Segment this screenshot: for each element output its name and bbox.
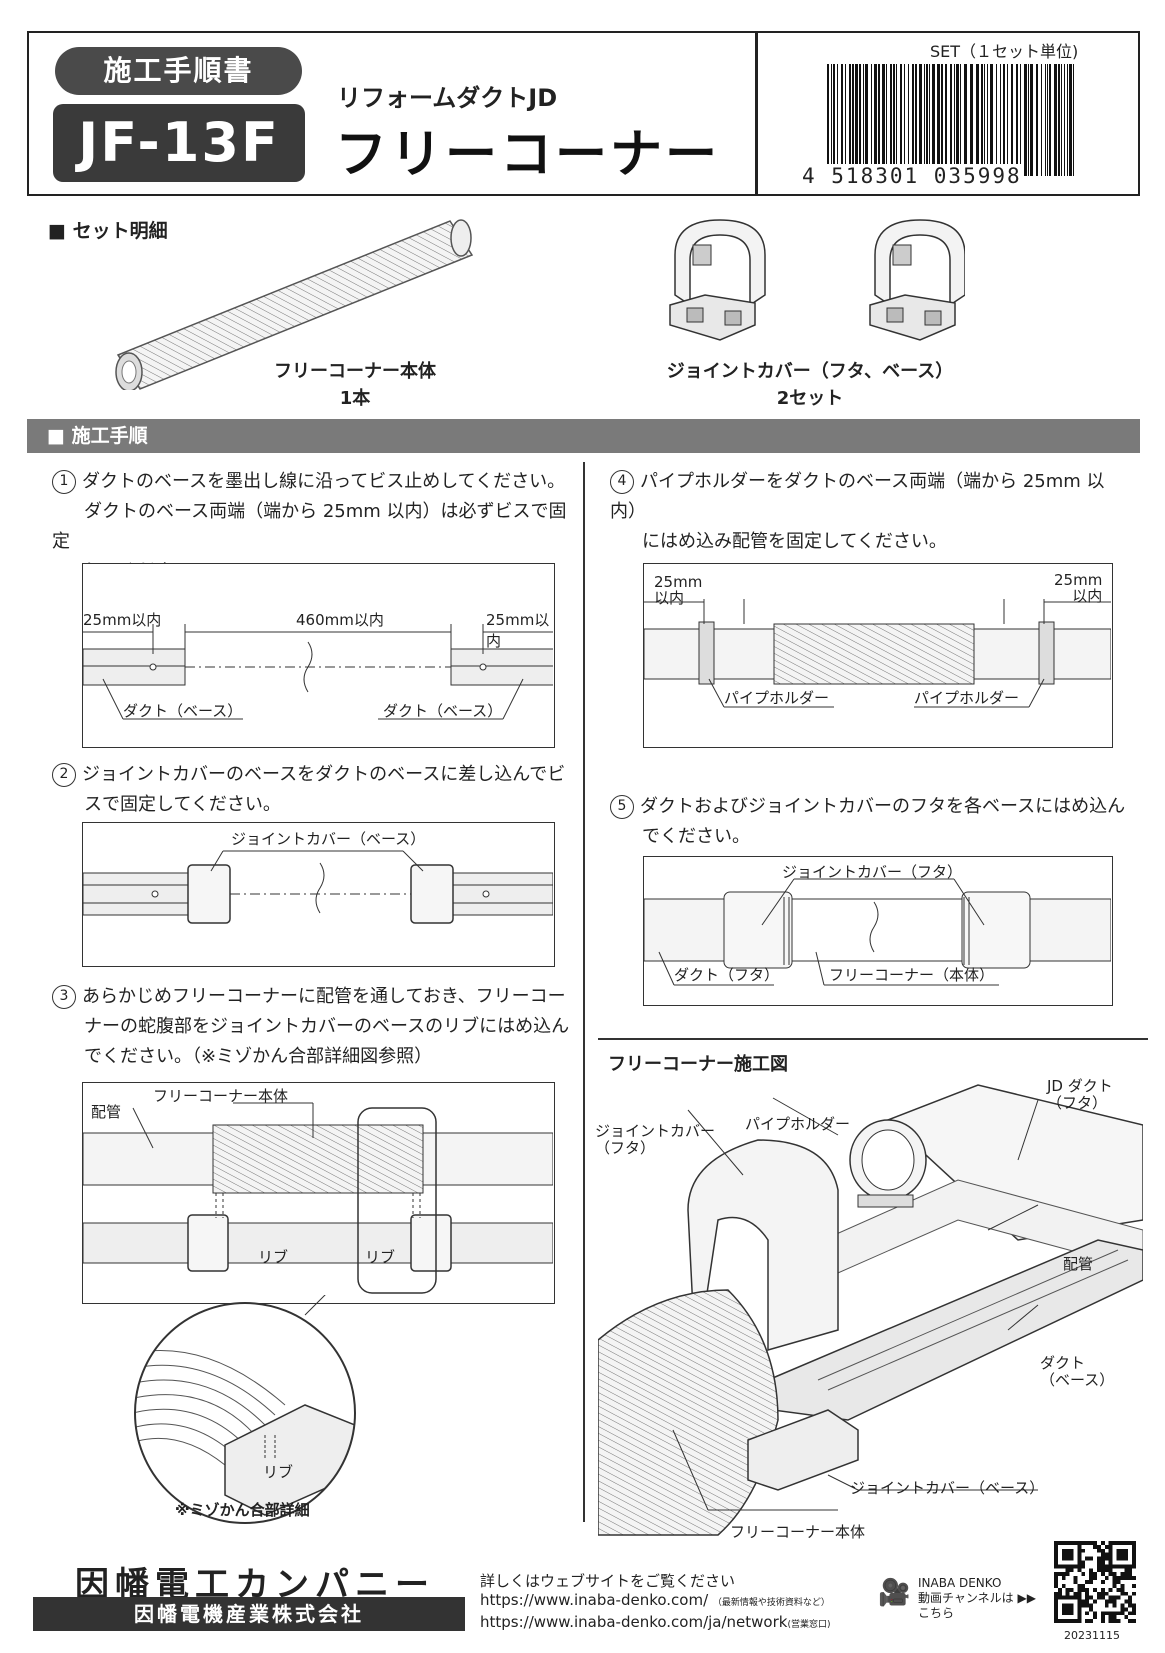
duct-lid-label: ダクト（フタ） <box>674 966 780 984</box>
label-line: ダクト <box>1040 1354 1086 1372</box>
step-line: ダクトのベース両端（端から 25mm 以内）は必ずビスで固定 <box>52 501 567 552</box>
step-line: でください。 <box>642 826 750 847</box>
step-number: 1 <box>52 470 76 494</box>
set-contents-heading: ■ セット明細 <box>48 220 168 242</box>
step-line: ダクトおよびジョイントカバーのフタを各ベースにはめ込ん <box>640 796 1126 817</box>
step-number: 2 <box>52 763 76 787</box>
label-line: JD ダクト <box>1047 1077 1113 1095</box>
step-line: でください。（※ミゾかん合部詳細図参照） <box>84 1046 433 1067</box>
url-note: (営業窓口) <box>787 1620 831 1630</box>
yt-line: 動画チャンネルは <box>918 1591 1014 1605</box>
joint-item-qty: 2セット <box>776 388 844 409</box>
body-main-label: フリーコーナー（本体） <box>829 966 995 984</box>
barcode-number: 4 518301 035998 <box>800 164 1024 188</box>
cover-lid-label: ジョイントカバー（フタ） <box>782 863 963 881</box>
barcode <box>827 64 1074 176</box>
body-fig-label: フリーコーナー本体 <box>730 1523 866 1541</box>
figure-divider <box>598 1038 1148 1040</box>
free-corner-image <box>115 219 474 390</box>
holder-fig-label: パイプホルダー <box>745 1115 851 1133</box>
body-label: フリーコーナー本体 <box>153 1087 289 1105</box>
pipe-label: 配管 <box>91 1103 122 1121</box>
video-channel-info[interactable]: INABA DENKO 動画チャンネルは ▶▶ こちら <box>918 1576 1036 1620</box>
set-unit-label: SET（１セット単位) <box>930 42 1079 61</box>
joint-cover-image <box>669 219 965 341</box>
web-intro: 詳しくはウェブサイトをご覧ください <box>480 1572 736 1590</box>
website-link[interactable]: https://www.inaba-denko.com/ <box>480 1591 709 1609</box>
holder-left-label: パイプホルダー <box>724 689 830 707</box>
install-figure-title: フリーコーナー施工図 <box>608 1054 788 1075</box>
label-line: （ベース） <box>1040 1371 1115 1389</box>
qr-code[interactable] <box>1054 1541 1136 1623</box>
holder-right-label: パイプホルダー <box>914 689 1020 707</box>
joint-item-name: ジョイントカバー（フタ、ベース） <box>666 361 954 382</box>
company-name: 因幡電機産業株式会社 <box>33 1597 465 1631</box>
model-badge: JF-13F <box>53 104 305 182</box>
rib-right-label: リブ <box>365 1248 396 1266</box>
dim-25-right: 25mm以内 <box>486 611 550 650</box>
step-number: 5 <box>610 795 634 819</box>
duct-base-right-label: ダクト（ベース） <box>383 702 503 720</box>
web-info: 詳しくはウェブサイトをご覧ください https://www.inaba-denk… <box>480 1572 831 1635</box>
video-camera-icon: 🎥 <box>878 1578 911 1608</box>
step-line: パイプホルダーをダクトのベース両端（端から 25mm 以内） <box>610 471 1105 522</box>
diagram-3: 配管 フリーコーナー本体 リブ リブ <box>82 1082 555 1304</box>
column-divider <box>583 462 585 1522</box>
dim-text: 以内 <box>1072 587 1103 605</box>
diagram-1: 25mm以内 460mm以内 25mm以内 ダクト（ベース） ダクト（ベース） <box>82 563 556 748</box>
rib-left-label: リブ <box>258 1248 289 1266</box>
step-number: 4 <box>610 470 634 494</box>
duct-base-left-label: ダクト（ベース） <box>123 702 243 720</box>
duct-base-fig-label: ダクト（ベース） <box>1040 1355 1114 1389</box>
dim-460: 460mm以内 <box>296 611 384 629</box>
jd-duct-label: JD ダクト（フタ） <box>1047 1078 1113 1112</box>
header-divider <box>755 31 758 196</box>
doc-date: 20231115 <box>1064 1629 1120 1642</box>
header-frame <box>27 31 1140 196</box>
doc-type-badge: 施工手順書 <box>55 47 302 95</box>
diagram-2: ジョイントカバー（ベース） <box>82 822 555 967</box>
product-title: フリーコーナー <box>335 125 721 185</box>
dim-text: 25mm <box>1054 571 1103 589</box>
detail-caption: ※ミゾかん合部詳細 <box>175 1501 310 1519</box>
diagram-5: ジョイントカバー（フタ） ダクト（フタ） フリーコーナー（本体） <box>643 856 1113 1006</box>
label-line: （フタ） <box>1047 1094 1108 1112</box>
body-item-qty: 1本 <box>339 388 371 409</box>
step-number: 3 <box>52 985 76 1009</box>
url-note: （最新情報や技術資料など） <box>712 1598 830 1608</box>
step-2-text: 2 ジョイントカバーのベースをダクトのベースに差し込んでビ スで固定してください。 <box>52 760 572 820</box>
dim-text: 25mm <box>654 573 703 591</box>
install-figure <box>598 1084 1143 1536</box>
dim-text: 以内 <box>654 589 685 607</box>
label-line: （フタ） <box>595 1139 656 1157</box>
body-item-name: フリーコーナー本体 <box>274 361 436 382</box>
procedure-heading: ■ 施工手順 <box>27 419 1140 453</box>
series-name: リフォームダクトJD <box>337 84 558 112</box>
joint-base-label: ジョイントカバー（ベース） <box>231 830 426 848</box>
cover-base-fig-label: ジョイントカバー（ベース） <box>850 1479 1045 1497</box>
step-line: にはめ込み配管を固定してください。 <box>642 531 947 552</box>
step-line: ナーの蛇腹部をジョイントカバーのベースのリブにはめ込ん <box>84 1016 570 1037</box>
dim-25-left: 25mm以内 <box>83 611 162 629</box>
rib-detail-label: リブ <box>263 1463 294 1481</box>
yt-line: INABA DENKO <box>918 1576 1002 1590</box>
cover-lid-fig-label: ジョイントカバー（フタ） <box>595 1123 715 1157</box>
network-link[interactable]: https://www.inaba-denko.com/ja/network <box>480 1613 788 1631</box>
step-5-text: 5 ダクトおよびジョイントカバーのフタを各ベースにはめ込ん でください。 <box>610 792 1140 852</box>
yt-line: こちら <box>918 1606 955 1620</box>
step-3-text: 3 あらかじめフリーコーナーに配管を通しておき、フリーコー ナーの蛇腹部をジョイン… <box>52 982 572 1072</box>
step-line: あらかじめフリーコーナーに配管を通しておき、フリーコー <box>82 986 566 1007</box>
label-line: ジョイントカバー <box>595 1122 716 1140</box>
step-line: ジョイントカバーのベースをダクトのベースに差し込んでビ <box>82 764 566 785</box>
step-line: スで固定してください。 <box>84 794 281 815</box>
step-line: ダクトのベースを墨出し線に沿ってビス止めしてください。 <box>82 471 566 492</box>
pipe-fig-label: 配管 <box>1063 1255 1094 1273</box>
detail-circle <box>134 1295 356 1524</box>
